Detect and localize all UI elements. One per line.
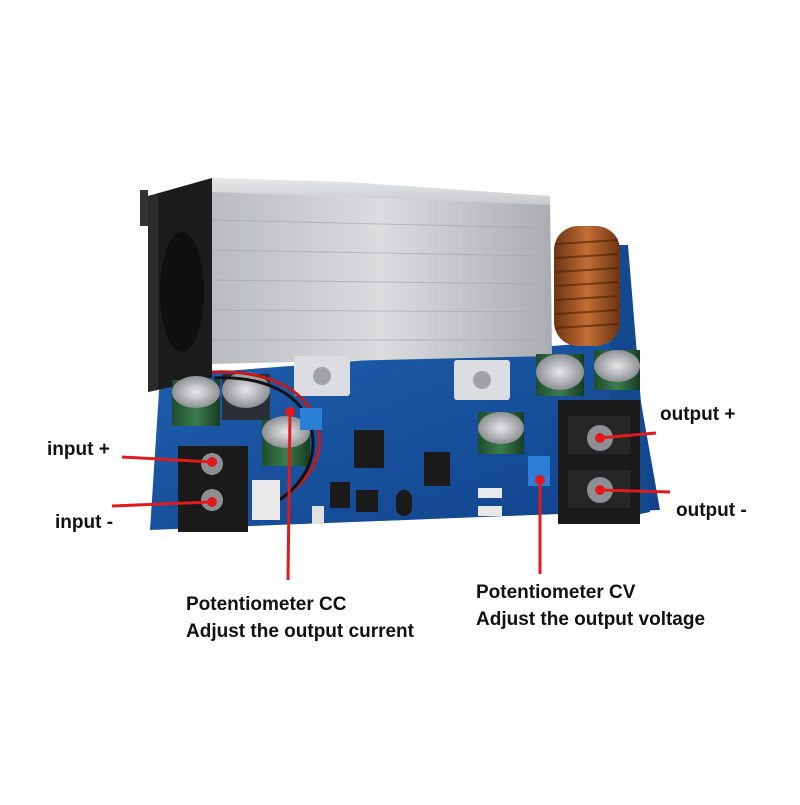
cooling-fan — [140, 178, 212, 392]
potentiometer-cc-part — [300, 408, 322, 430]
toroid-inductor — [554, 226, 620, 346]
label-input-plus: input + — [47, 439, 110, 460]
label-cc-description: Adjust the output current — [186, 621, 414, 642]
label-potentiometer-cv: Potentiometer CV — [476, 582, 636, 603]
aluminium-heatsink — [211, 178, 552, 364]
electrolytic-capacitors-right — [478, 350, 640, 454]
output-terminal-block — [558, 400, 640, 524]
callout-dots — [207, 407, 605, 507]
label-output-plus: output + — [660, 404, 736, 425]
label-output-minus: output - — [676, 500, 747, 521]
electrolytic-capacitors-left — [172, 372, 310, 466]
power-transistors — [294, 356, 510, 400]
callout-lines — [111, 413, 671, 581]
label-input-minus: input - — [55, 512, 114, 533]
label-cv-description: Adjust the output voltage — [476, 609, 706, 630]
control-circuitry — [312, 430, 502, 524]
label-potentiometer-cc: Potentiometer CC — [186, 594, 347, 615]
